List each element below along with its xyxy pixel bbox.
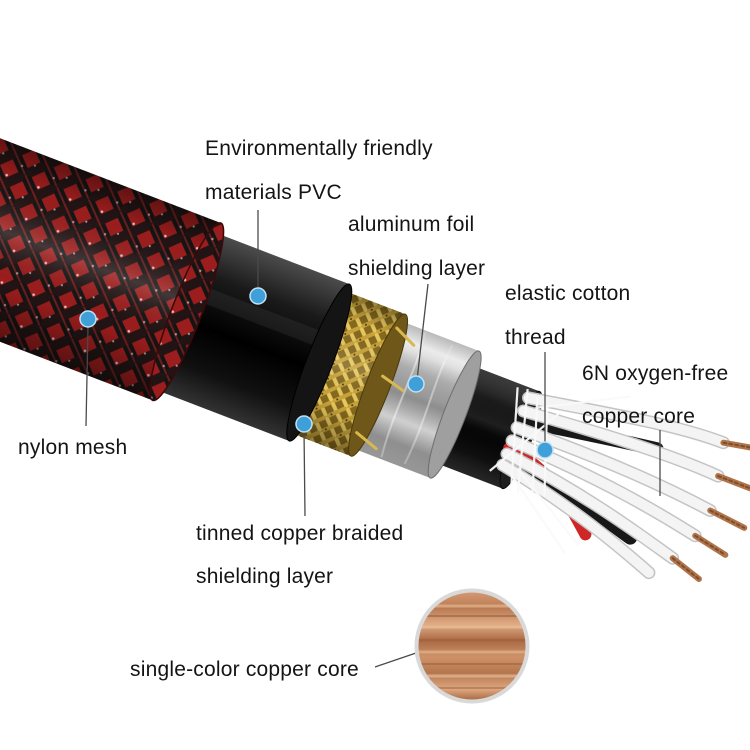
mesh-cut-face [149, 222, 225, 402]
label-pvc-line1: Environmentally friendly [205, 137, 433, 160]
marker-dot-aluminum-foil [407, 375, 425, 393]
label-single-color-copper: single-color copper core [130, 658, 359, 681]
label-elastic-cotton-line1: elastic cotton [505, 282, 631, 305]
label-nylon-mesh: nylon mesh [18, 436, 128, 459]
leader-line-nylon-mesh [85, 325, 89, 427]
label-aluminum-foil-line1: aluminum foil [348, 213, 475, 236]
marker-dot-tinned-copper [295, 415, 313, 433]
braid-cut-face [348, 313, 409, 457]
copper-inset-fill [418, 592, 526, 700]
foil-cut-face [427, 350, 482, 479]
leader-line-single-color-copper [374, 652, 417, 668]
pvc-cut-face [286, 283, 353, 442]
marker-dot-pvc [249, 287, 267, 305]
cotton-threads [489, 387, 631, 555]
copper-inset-ring [414, 588, 530, 704]
leader-lines [85, 210, 661, 668]
copper-inset [414, 588, 530, 704]
label-tinned-copper-line2: shielding layer [196, 565, 334, 588]
label-oxygen-free-copper-line2: copper core [582, 405, 696, 428]
label-pvc-line2: materials PVC [205, 181, 342, 204]
label-aluminum-foil-line2: shielding layer [348, 257, 486, 280]
label-elastic-cotton-line2: thread [505, 326, 566, 349]
braid-frayed-strands [355, 326, 416, 451]
copper-tip-twist-detail [671, 441, 750, 580]
mesh-shade [0, 72, 221, 401]
leader-line-aluminum-foil [416, 283, 429, 381]
label-oxygen-free-copper-line1: 6N oxygen-free [582, 362, 729, 385]
marker-dot-elastic-cotton [536, 441, 554, 459]
label-tinned-copper-line1: tinned copper braided [196, 522, 404, 545]
cable [0, 72, 750, 582]
leader-line-tinned-copper [303, 429, 306, 517]
marker-dot-nylon-mesh [79, 310, 97, 328]
wire-bundle [496, 391, 750, 582]
marker-dots [79, 287, 554, 459]
